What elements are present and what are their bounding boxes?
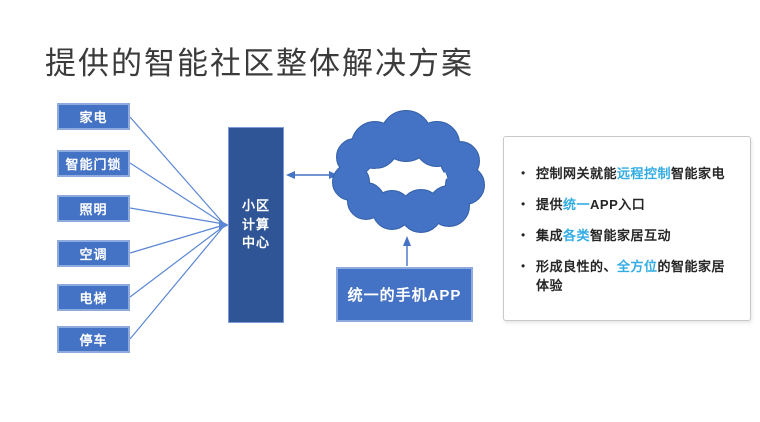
slide-title: 提供的智能社区整体解决方案	[45, 46, 474, 81]
hub-label-line: 计算	[241, 216, 270, 232]
arrowhead-up-icon	[403, 236, 411, 246]
bullet-segment: 集成	[536, 228, 564, 243]
bullet-highlight: 统一	[563, 197, 591, 212]
hub-community-computing-center: 小区 计算 中心	[228, 127, 284, 323]
fan-in-lines	[129, 116, 225, 340]
fan-in-arrowhead-icon	[219, 220, 229, 230]
bullet-highlight: 远程控制	[617, 166, 672, 181]
connector-line	[129, 225, 225, 340]
cloud-computing-center-label: 云计算中心	[373, 167, 449, 183]
bullet-highlight: 各类	[563, 228, 591, 243]
connector-line	[129, 224, 225, 254]
bullet-text: 形成良性的、全方位的智能家居体验	[536, 257, 732, 295]
bullet-segment: 提供	[536, 197, 564, 212]
bullet-segment: 形成良性的、	[536, 259, 618, 274]
bullet-experience: • 形成良性的、全方位的智能家居体验	[521, 257, 732, 295]
bullet-unified-app: • 提供统一APP入口	[521, 195, 732, 214]
unified-mobile-app-box: 统一的手机APP	[336, 267, 473, 322]
connector-line	[129, 207, 225, 225]
bullet-icon: •	[521, 166, 526, 180]
connector-line	[129, 225, 225, 298]
bullet-segment: APP入口	[590, 197, 646, 212]
bullet-remote-control: • 控制网关就能远程控制智能家电	[521, 164, 732, 183]
app-cloud-arrow	[403, 236, 411, 266]
cloud-shape	[332, 110, 485, 233]
hub-label-line: 小区	[241, 197, 270, 213]
bullet-text: 集成各类智能家居互动	[536, 226, 732, 245]
bullet-icon: •	[521, 228, 526, 242]
hub-cloud-arrow	[286, 171, 338, 179]
connector-line	[129, 162, 225, 225]
bullet-integration: • 集成各类智能家居互动	[521, 226, 732, 245]
bullet-segment: 控制网关就能	[536, 166, 618, 181]
source-box-elevator: 电梯	[57, 284, 130, 311]
source-box-smart-lock: 智能门锁	[57, 150, 130, 177]
source-box-parking: 停车	[57, 326, 130, 353]
arrowhead-left-icon	[286, 171, 295, 179]
feature-panel: • 控制网关就能远程控制智能家电 • 提供统一APP入口 • 集成各类智能家居互…	[503, 136, 751, 321]
bullet-segment: 的智能家居体验	[536, 259, 726, 293]
bullet-highlight: 全方位	[617, 259, 658, 274]
connector-line	[129, 116, 225, 225]
hub-label-line: 中心	[241, 235, 270, 251]
source-box-lighting: 照明	[57, 195, 130, 222]
bullet-text: 提供统一APP入口	[536, 195, 732, 214]
bullet-segment: 智能家居互动	[590, 228, 672, 243]
bullet-segment: 智能家电	[671, 166, 726, 181]
source-box-aircon: 空调	[57, 240, 130, 267]
source-box-appliances: 家电	[57, 103, 130, 130]
bullet-icon: •	[521, 197, 526, 211]
bullet-text: 控制网关就能远程控制智能家电	[536, 164, 732, 183]
bullet-icon: •	[521, 259, 526, 273]
